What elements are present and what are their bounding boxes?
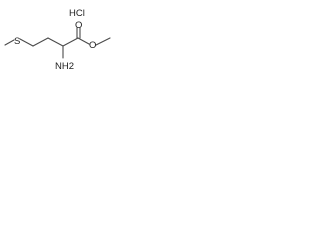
carbonyl-oxygen-label: O [75, 20, 82, 31]
bond-ch2-ch2 [32, 37, 49, 47]
bond-ch2-alpha-carbon [47, 37, 64, 47]
bond-carbonyl-ester-oxygen [77, 37, 90, 45]
amino-group-label: NH2 [55, 61, 74, 72]
bond-methyl-sulfur [4, 39, 15, 46]
bond-sulfur-ch2 [19, 38, 34, 47]
ester-oxygen-label: O [89, 40, 96, 51]
bond-alpha-carbon-carbonyl-carbon [62, 37, 79, 47]
salt-label: HCl [69, 8, 85, 19]
sulfur-atom-label: S [14, 36, 20, 47]
bond-ester-oxygen-methyl [95, 37, 111, 46]
structure-diagram: HCl S O O NH2 [4, 8, 111, 72]
